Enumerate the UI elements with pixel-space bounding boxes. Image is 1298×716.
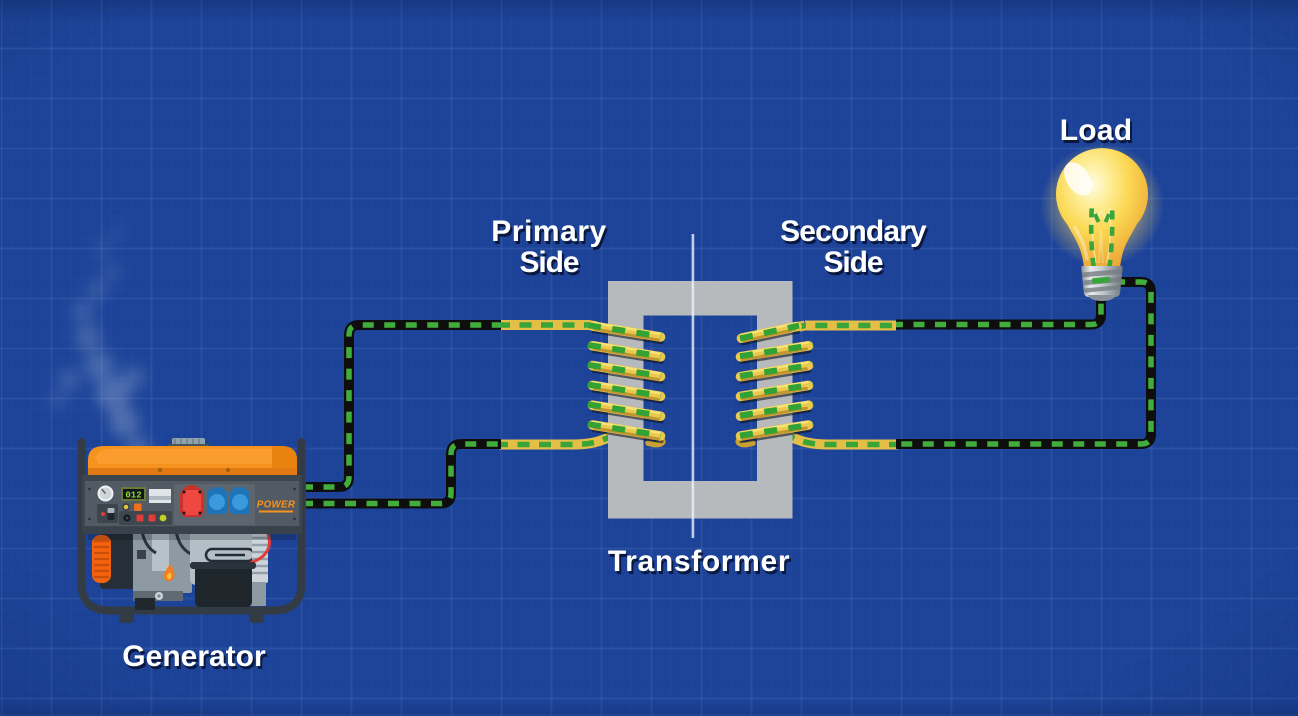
svg-text:POWER: POWER: [257, 500, 296, 511]
svg-text:012: 012: [125, 491, 141, 501]
